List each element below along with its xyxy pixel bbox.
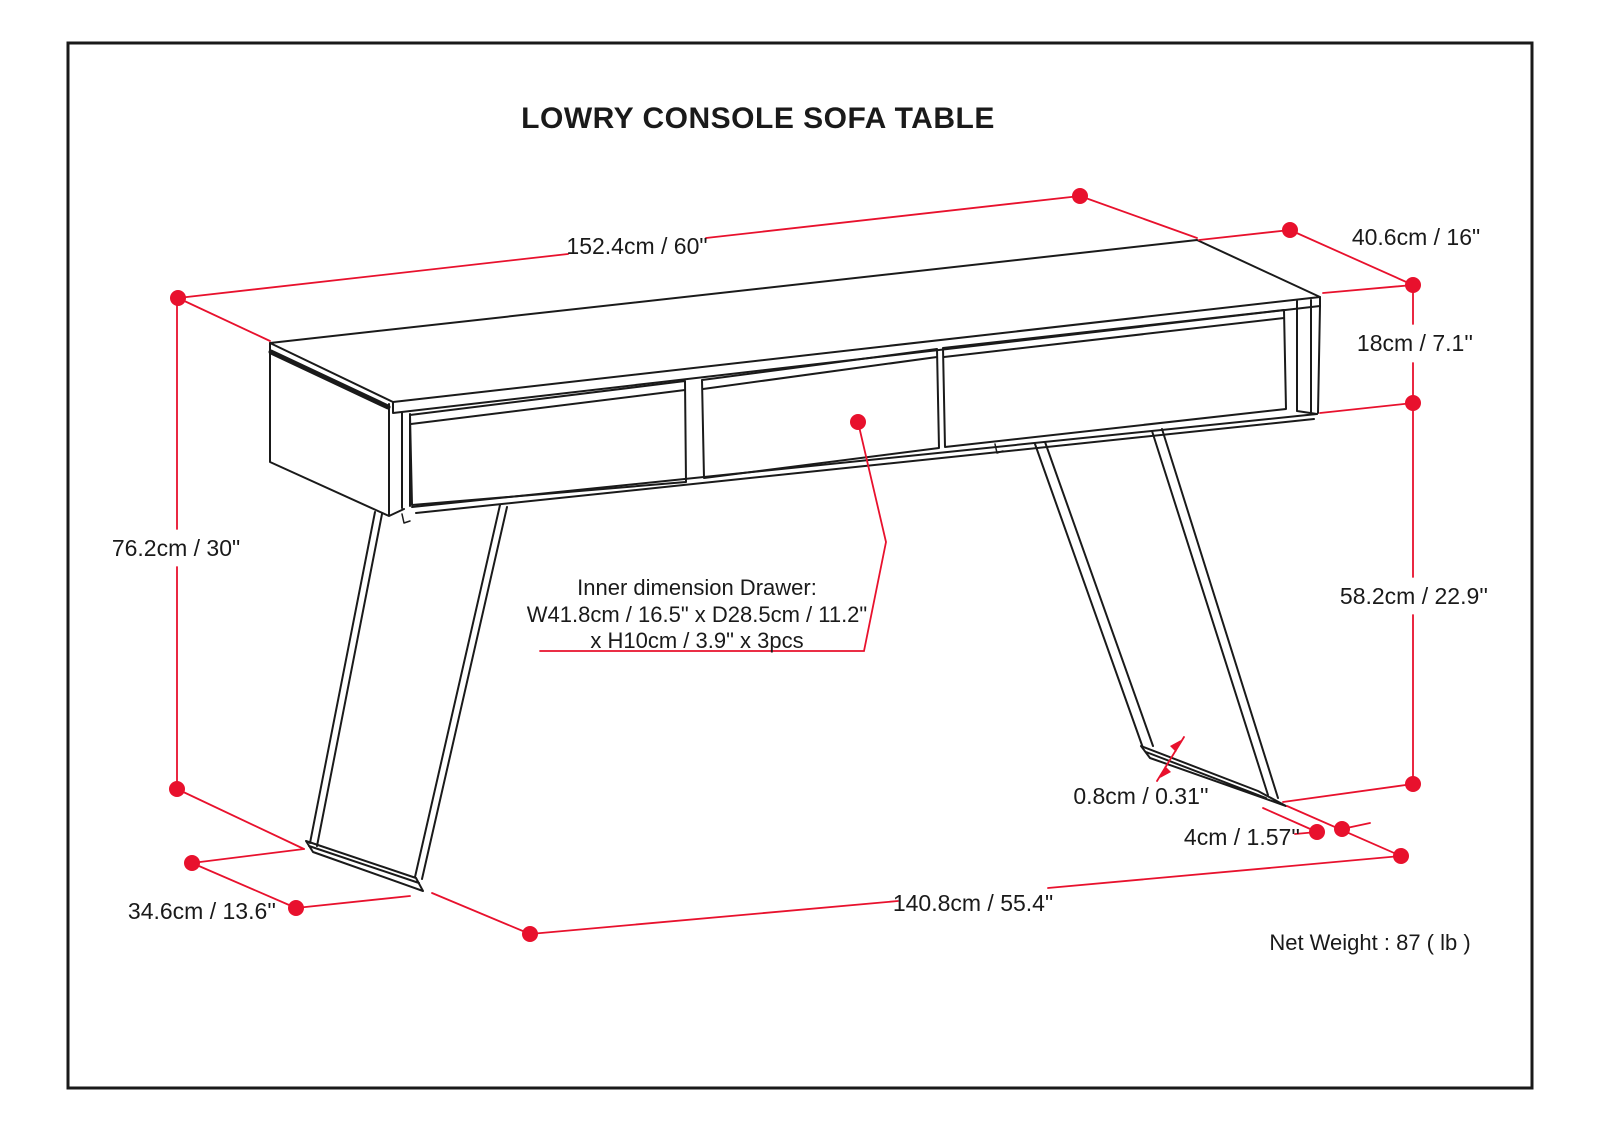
right-leg-back-member bbox=[1034, 441, 1154, 749]
diagram-title: LOWRY CONSOLE SOFA TABLE bbox=[521, 102, 995, 135]
drawer-2-front bbox=[701, 348, 940, 479]
dot-base-span-left bbox=[522, 926, 538, 942]
dot-leg-depth-back bbox=[184, 855, 200, 871]
dot-base-span-right bbox=[1393, 848, 1409, 864]
right-leg-base-plate bbox=[1140, 745, 1287, 807]
dot-leg-depth-front bbox=[288, 900, 304, 916]
arrow-base-thickness-bottom bbox=[1160, 766, 1171, 778]
dot-clearance-bottom bbox=[1405, 776, 1421, 792]
tabletop-shadow-line bbox=[268, 349, 391, 410]
label-top-width: 152.4cm / 60" bbox=[566, 233, 707, 259]
arrow-base-thickness-top bbox=[1170, 740, 1181, 752]
dim-line-base-span bbox=[431, 805, 1402, 935]
net-weight-label: Net Weight : 87 ( lb ) bbox=[1269, 930, 1470, 955]
label-under-clearance: 58.2cm / 22.9'' bbox=[1340, 583, 1488, 609]
dot-top-width-left bbox=[170, 290, 186, 306]
dim-line-clearance bbox=[1282, 402, 1414, 803]
right-leg-bracket bbox=[994, 443, 1004, 454]
dot-depth-back bbox=[1282, 222, 1298, 238]
left-leg-front-member bbox=[414, 504, 508, 880]
dim-line-overall-height bbox=[176, 297, 305, 850]
cabinet-left-end bbox=[401, 411, 411, 509]
label-apron-height: 18cm / 7.1'' bbox=[1357, 330, 1473, 356]
dim-line-base-thickness bbox=[1156, 736, 1185, 782]
left-side-face bbox=[269, 342, 405, 517]
drawer-note-line3: x H10cm / 3.9" x 3pcs bbox=[590, 628, 803, 653]
label-overall-height: 76.2cm / 30" bbox=[112, 535, 240, 561]
drawer-1-front bbox=[409, 380, 687, 506]
left-leg-back-member bbox=[309, 511, 383, 847]
dim-line-top-depth bbox=[1198, 229, 1414, 294]
dim-leaders-top-width bbox=[177, 195, 1198, 342]
label-base-floor-gap: 4cm / 1.57'' bbox=[1184, 824, 1300, 850]
left-leg-base-plate bbox=[305, 840, 424, 892]
dot-base-gap-1 bbox=[1309, 824, 1325, 840]
drawer-note: Inner dimension Drawer: W41.8cm / 16.5" … bbox=[527, 575, 867, 653]
drawer-3-front bbox=[942, 309, 1287, 448]
dimension-dots bbox=[169, 188, 1421, 942]
dot-top-width-right bbox=[1072, 188, 1088, 204]
drawer-1-bevel bbox=[410, 389, 686, 425]
cabinet-bottom-edge bbox=[411, 413, 1318, 514]
dot-depth-front bbox=[1405, 277, 1421, 293]
dim-line-leg-depth bbox=[191, 848, 411, 909]
dot-drawer bbox=[850, 414, 866, 430]
dot-base-gap-2 bbox=[1334, 821, 1350, 837]
dim-line-top-width bbox=[177, 195, 1081, 299]
dot-height-bottom bbox=[169, 781, 185, 797]
label-leg-base-depth: 34.6cm / 13.6'' bbox=[128, 898, 276, 924]
drawer-3-bevel bbox=[943, 317, 1285, 358]
left-leg-bracket bbox=[401, 513, 411, 524]
drawer-note-leader bbox=[539, 421, 887, 652]
dot-apron-bottom bbox=[1405, 395, 1421, 411]
drawer-note-line2: W41.8cm / 16.5" x D28.5cm / 11.2" bbox=[527, 602, 867, 627]
right-leg-front-member bbox=[1151, 428, 1279, 799]
cabinet-right-end bbox=[1296, 299, 1321, 415]
tabletop-top-face bbox=[269, 239, 1321, 403]
drawer-note-line1: Inner dimension Drawer: bbox=[577, 575, 817, 600]
page-border bbox=[66, 41, 1534, 1090]
label-base-span: 140.8cm / 55.4" bbox=[893, 890, 1053, 916]
console-table-drawing bbox=[268, 239, 1321, 892]
drawer-2-bevel bbox=[702, 356, 938, 390]
label-top-depth: 40.6cm / 16" bbox=[1352, 224, 1480, 250]
label-base-thickness: 0.8cm / 0.31'' bbox=[1073, 783, 1208, 809]
